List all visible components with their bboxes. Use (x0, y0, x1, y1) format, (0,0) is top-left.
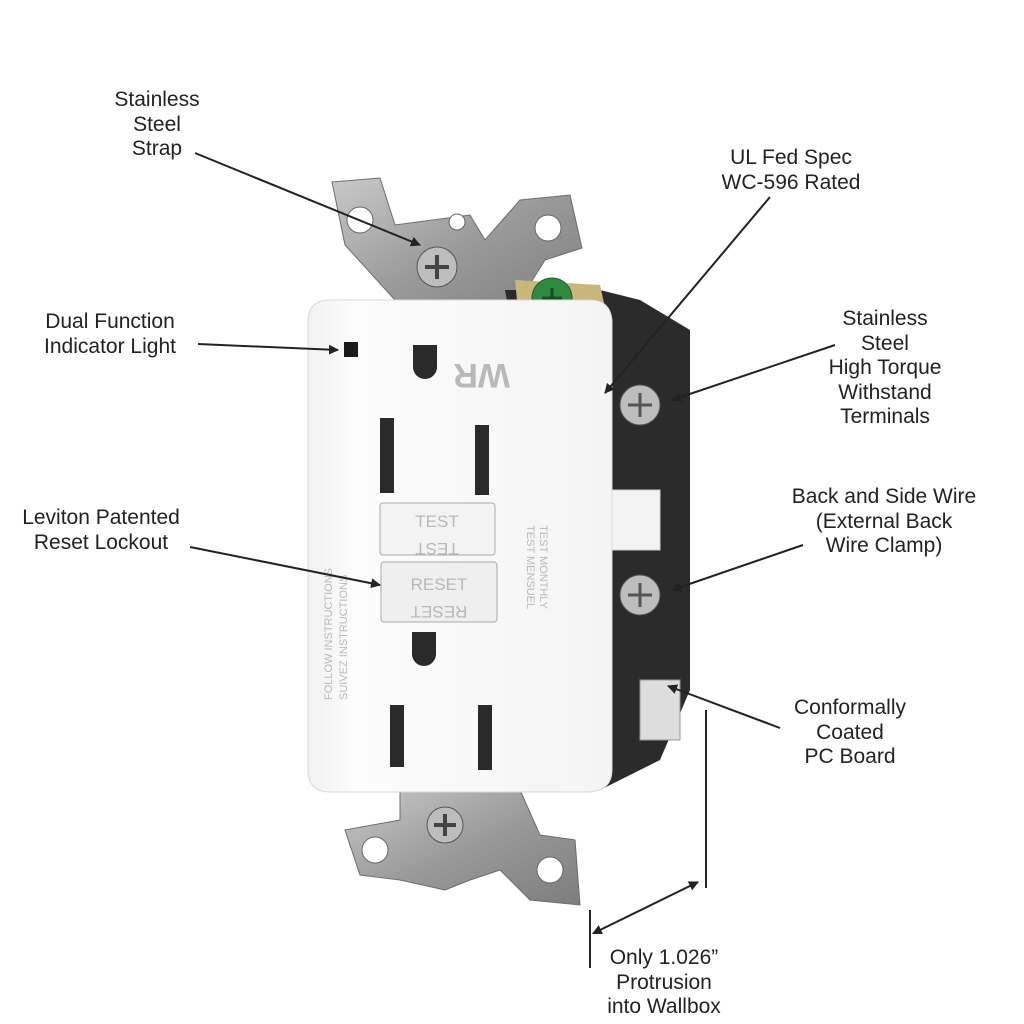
test-button[interactable]: TEST TEST (379, 502, 496, 558)
svg-text:FOLLOW INSTRUCTIONS: FOLLOW INSTRUCTIONS (323, 568, 335, 700)
arrow-reset-lockout (189, 546, 381, 589)
callout-protrusion: Only 1.026” Protrusion into Wallbox (607, 946, 721, 1020)
callout-line: Dual Function (45, 310, 175, 333)
arrow-terminals (671, 344, 836, 402)
arrow-protrusion (591, 881, 699, 935)
callout-line: Withstand (838, 380, 932, 404)
callout-strap: Stainless Steel Strap (114, 88, 199, 162)
callout-line: Back and Side Wire (791, 485, 977, 508)
callout-line: PC Board (804, 745, 896, 768)
bottom-mounting-strap (344, 789, 581, 906)
outlet-slot (390, 705, 404, 767)
svg-text:RESET: RESET (411, 602, 468, 621)
callout-back-side-wire: Back and Side Wire (External Back Wire C… (792, 485, 976, 559)
callout-line: Leviton Patented (22, 506, 180, 529)
callout-line: Stainless (842, 307, 928, 330)
arrow-ul-spec (604, 196, 771, 394)
callout-ul-spec: UL Fed Spec WC-596 Rated (722, 146, 861, 195)
callout-indicator: Dual Function Indicator Light (44, 310, 176, 359)
brand-mark: WR (453, 356, 510, 394)
callout-line: Stainless (114, 88, 200, 111)
callout-line: Only 1.026” (609, 946, 719, 969)
arrow-indicator (197, 343, 339, 355)
callout-line: Terminals (840, 405, 930, 428)
callout-line: Strap (131, 137, 183, 160)
callout-line: Conformally (793, 696, 907, 719)
svg-text:RESET: RESET (411, 575, 468, 594)
svg-text:TEST MENSUEL: TEST MENSUEL (524, 525, 536, 609)
reset-button[interactable]: RESET RESET (380, 561, 498, 623)
arrow-strap (194, 152, 421, 247)
callout-line: UL Fed Spec (730, 146, 852, 169)
callout-line: Steel (133, 112, 181, 136)
callout-line: Indicator Light (44, 334, 176, 358)
indicator-light (344, 342, 358, 357)
callout-line: Coated (816, 720, 884, 744)
callout-terminals: Stainless Steel High Torque Withstand Te… (829, 307, 942, 430)
arrow-back-side-wire (671, 544, 804, 592)
outlet-slot (475, 425, 489, 495)
svg-text:TEST: TEST (415, 539, 458, 558)
svg-text:TEST MONTHLY: TEST MONTHLY (537, 525, 549, 610)
svg-text:SUIVEZ INSTRUCTIONS: SUIVEZ INSTRUCTIONS (338, 575, 350, 700)
callout-line: Wire Clamp) (825, 534, 943, 557)
callout-arrows (189, 152, 836, 968)
ground-hole-top (413, 345, 437, 379)
arrow-pc-board (667, 684, 781, 729)
callout-pc-board: Conformally Coated PC Board (794, 696, 906, 770)
callout-line: WC-596 Rated (721, 170, 861, 194)
outlet-slot (380, 418, 394, 493)
ground-hole-bottom (412, 632, 436, 666)
callout-line: Protrusion (616, 970, 712, 994)
svg-text:TEST: TEST (415, 512, 458, 531)
callout-line: Reset Lockout (33, 530, 169, 554)
callout-line: Steel (861, 331, 909, 355)
callout-line: into Wallbox (607, 995, 721, 1018)
outlet-slot (478, 705, 492, 770)
callout-reset-lockout: Leviton Patented Reset Lockout (22, 506, 180, 555)
callout-line: High Torque (828, 356, 942, 379)
callout-line: (External Back (815, 509, 953, 533)
